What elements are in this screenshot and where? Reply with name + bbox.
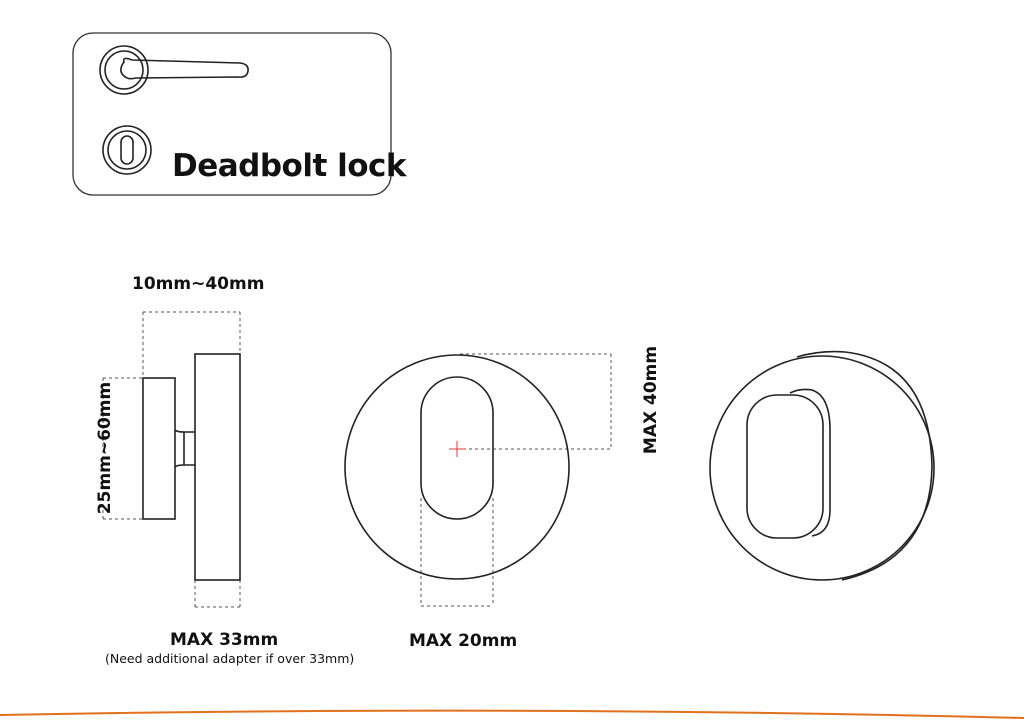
max-height-label: MAX 40mm xyxy=(641,345,662,455)
page-title: Deadbolt lock xyxy=(172,148,407,184)
header-card xyxy=(72,32,392,196)
side-view xyxy=(102,311,241,608)
front-view xyxy=(344,353,612,607)
page-edge xyxy=(0,709,1024,719)
max-depth-label: MAX 33mm xyxy=(170,630,279,650)
adapter-note: (Need additional adapter if over 33mm) xyxy=(105,651,355,666)
max-width-label: MAX 20mm xyxy=(409,631,518,651)
perspective-view xyxy=(709,350,935,581)
thickness-label: 10mm~40mm xyxy=(132,274,265,294)
deadbolt-icon xyxy=(102,125,152,175)
door-handle-icon xyxy=(99,45,249,95)
height-label: 25mm~60mm xyxy=(95,381,116,515)
center-mark xyxy=(449,441,465,457)
